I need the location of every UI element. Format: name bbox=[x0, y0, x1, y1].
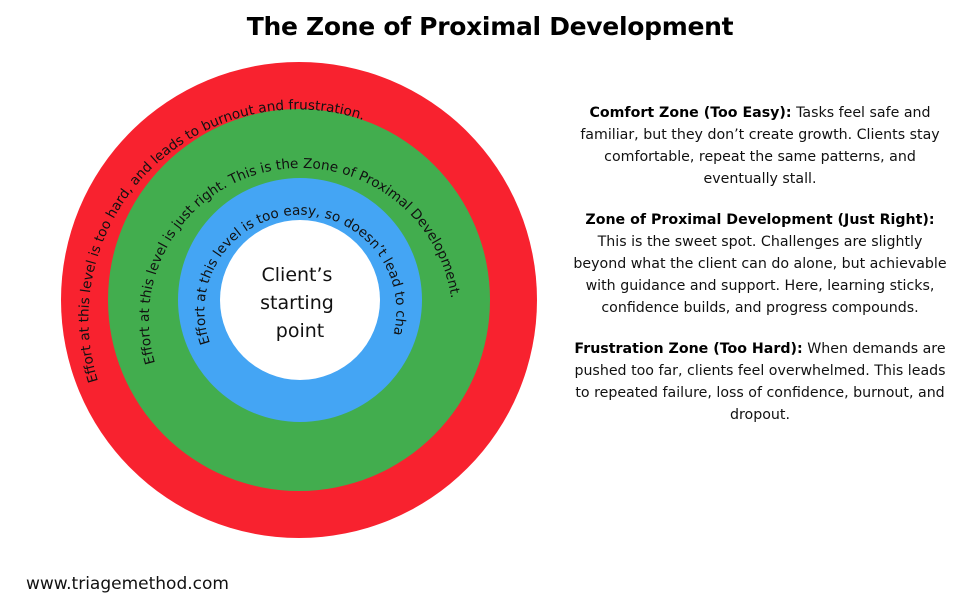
website-url: www.triagemethod.com bbox=[26, 574, 229, 594]
center-label: Client’s starting point bbox=[260, 264, 340, 342]
zone-descriptions: Comfort Zone (Too Easy): Tasks feel safe… bbox=[570, 102, 950, 445]
zpd-concentric-diagram: Effort at this level is too hard, and le… bbox=[0, 0, 537, 538]
comfort-zone-description: Comfort Zone (Too Easy): Tasks feel safe… bbox=[580, 105, 940, 187]
frustration-zone-description: Frustration Zone (Too Hard): When demand… bbox=[574, 341, 946, 423]
proximal-zone-description: Zone of Proximal Development (Just Right… bbox=[573, 212, 947, 316]
page-title: The Zone of Proximal Development bbox=[246, 12, 734, 41]
starting-point-circle bbox=[220, 220, 380, 380]
